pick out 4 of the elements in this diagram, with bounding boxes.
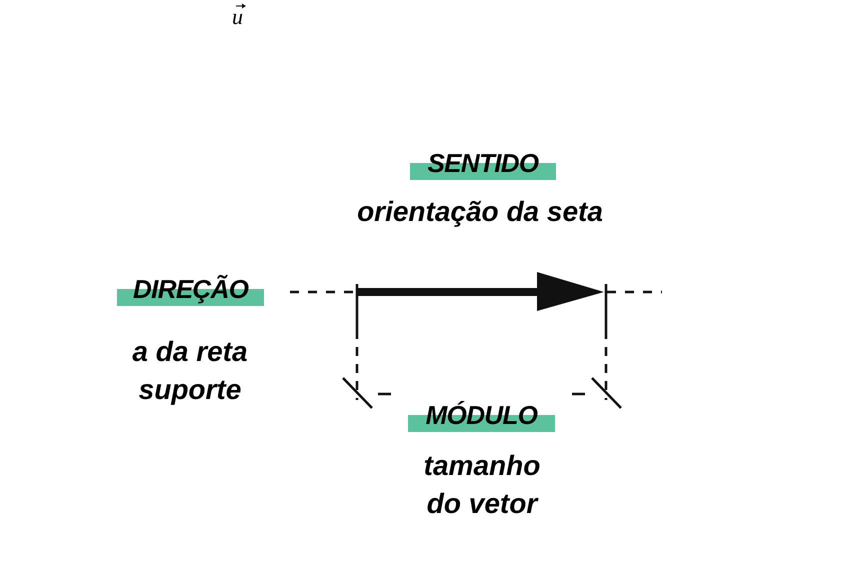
description-text: a da reta suporte — [131, 335, 249, 407]
vector-symbol: u — [232, 6, 243, 28]
description-text: orientação da seta — [356, 195, 604, 229]
description-text: tamanho do vetor — [422, 449, 542, 521]
